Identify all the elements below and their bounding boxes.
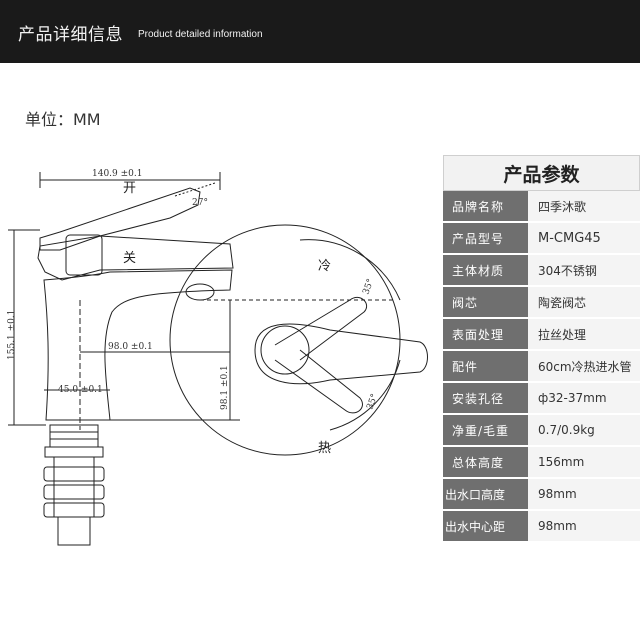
label-hot: 热: [318, 441, 331, 456]
handle-pivot: [260, 325, 310, 375]
spec-row: 品牌名称 四季沐歌: [443, 191, 640, 223]
spec-row: 总体高度 156mm: [443, 447, 640, 479]
handle-hot-position: [274, 349, 363, 414]
dim-width: 140.9 ±0.1: [92, 169, 142, 179]
spec-row: 净重/毛重 0.7/0.9kg: [443, 415, 640, 447]
page-header: 产品详细信息 Product detailed information: [0, 0, 640, 63]
label-open: 开: [123, 181, 136, 196]
spec-label: 产品型号: [443, 223, 528, 253]
dim-reach: 98.0 ±0.1: [108, 342, 153, 352]
spec-table: 产品参数 品牌名称 四季沐歌 产品型号 M-CMG45 主体材质 304不锈钢 …: [443, 155, 640, 543]
handle-cap: [65, 234, 103, 276]
spec-row: 产品型号 M-CMG45: [443, 223, 640, 255]
spec-row: 出水中心距 98mm: [443, 511, 640, 543]
spec-label: 出水口高度: [443, 479, 528, 509]
spec-label: 净重/毛重: [443, 415, 528, 445]
spec-value: 156mm: [528, 447, 640, 477]
spec-row: 配件 60cm冷热进水管: [443, 351, 640, 383]
spec-value: 0.7/0.9kg: [528, 415, 640, 445]
spec-value: 304不锈钢: [528, 255, 640, 285]
dim-base: 45.0 ±0.1: [58, 385, 103, 395]
spec-row: 表面处理 拉丝处理: [443, 319, 640, 351]
dim-spout-height: 98.1 ±0.1: [220, 365, 230, 410]
spout-outlet: [185, 283, 215, 301]
rotation-arc-top: [299, 239, 401, 301]
faucet-technical-drawing: 140.9 ±0.1 27° 155.1 ±0.1 98.0 ±0.1 98.1…: [7, 169, 428, 546]
spec-value: 拉丝处理: [528, 319, 640, 349]
handle-top-view: [254, 323, 428, 385]
spec-row: 阀芯 陶瓷阀芯: [443, 287, 640, 319]
label-close: 关: [123, 251, 136, 266]
lever-closed: [37, 235, 234, 281]
spec-label: 阀芯: [443, 287, 528, 317]
spec-label: 品牌名称: [443, 191, 528, 221]
dim-lever-angle: 27°: [192, 198, 208, 208]
hose-connector: [57, 516, 91, 546]
rotation-arc-bottom: [329, 359, 401, 431]
faucet-body: [43, 269, 233, 421]
spec-value: 98mm: [528, 511, 640, 541]
mounting-nut: [44, 446, 104, 458]
spec-label: 主体材质: [443, 255, 528, 285]
spec-row: 安装孔径 ф32-37mm: [443, 383, 640, 415]
dim-height: 155.1 ±0.1: [7, 310, 17, 360]
unit-label: 单位：MM: [25, 110, 101, 129]
label-cold: 冷: [318, 259, 331, 274]
spec-table-title: 产品参数: [443, 155, 640, 191]
dim-rotation-top: 35°: [361, 278, 376, 296]
spec-label: 表面处理: [443, 319, 528, 349]
spec-label: 总体高度: [443, 447, 528, 477]
spec-label: 配件: [443, 351, 528, 381]
threaded-shank: [49, 424, 99, 448]
spec-value: 60cm冷热进水管: [528, 351, 640, 381]
spec-row: 出水口高度 98mm: [443, 479, 640, 511]
header-title-cn: 产品详细信息: [18, 25, 123, 45]
spec-label: 出水中心距: [443, 511, 528, 541]
spec-row: 主体材质 304不锈钢: [443, 255, 640, 287]
top-view-circle: [169, 224, 401, 456]
header-title-en: Product detailed information: [138, 29, 263, 40]
spec-value: M-CMG45: [528, 223, 640, 253]
spec-value: ф32-37mm: [528, 383, 640, 413]
spec-value: 98mm: [528, 479, 640, 509]
lever-open: [39, 187, 201, 251]
spec-value: 陶瓷阀芯: [528, 287, 640, 317]
spec-label: 安装孔径: [443, 383, 528, 413]
handle-cold-position: [274, 296, 368, 361]
spec-value: 四季沐歌: [528, 191, 640, 221]
